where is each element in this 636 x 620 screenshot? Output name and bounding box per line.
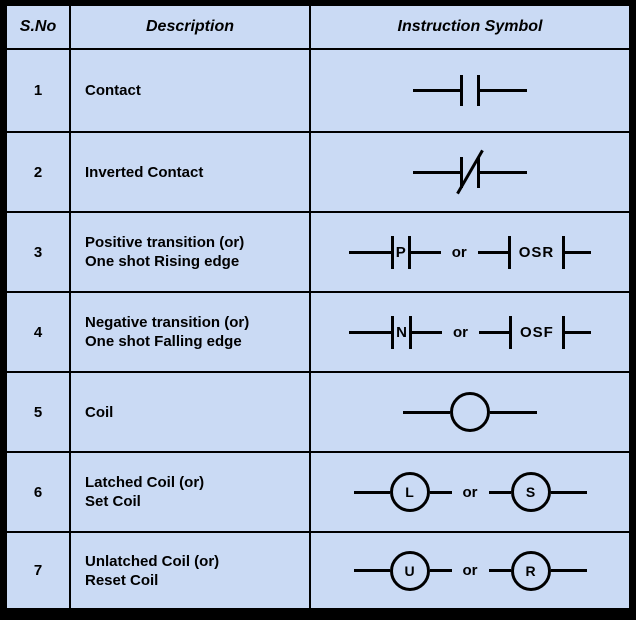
coil-circle: U bbox=[389, 550, 430, 591]
wire bbox=[403, 410, 450, 414]
contact-bar bbox=[509, 315, 512, 349]
description-line: Latched Coil (or) bbox=[85, 474, 205, 491]
row-2-number: 2 bbox=[7, 133, 69, 211]
coil-circle: R bbox=[510, 550, 551, 591]
contact-bar bbox=[407, 235, 411, 269]
positive-transition-symbol: P or OSR bbox=[348, 235, 592, 269]
inverted-contact-symbol bbox=[413, 149, 527, 195]
wire bbox=[413, 170, 460, 174]
wire bbox=[550, 569, 587, 572]
wire bbox=[349, 330, 392, 334]
row-5-number: 5 bbox=[7, 373, 69, 451]
description-line: Positive transition (or) bbox=[85, 234, 245, 251]
wire bbox=[429, 569, 452, 572]
wire bbox=[550, 490, 587, 494]
description-line: Coil bbox=[85, 403, 114, 421]
row-3-number: 3 bbox=[7, 213, 69, 291]
contact-pair bbox=[456, 149, 484, 195]
instruction-mnemonic: OSR bbox=[518, 243, 555, 261]
transition-letter: N bbox=[396, 323, 407, 341]
coil-circle: L bbox=[389, 472, 430, 512]
contact-symbol bbox=[413, 75, 527, 106]
coil-symbol bbox=[403, 392, 537, 432]
row-3-description: Positive transition (or) One shot Rising… bbox=[71, 213, 309, 291]
description-line: Set Coil bbox=[85, 493, 141, 510]
wire bbox=[410, 250, 441, 254]
wire bbox=[348, 250, 391, 254]
row-5-symbol-cell bbox=[311, 373, 629, 451]
wire bbox=[488, 569, 511, 572]
contact-bar bbox=[477, 75, 480, 106]
row-2-symbol-cell bbox=[311, 133, 629, 211]
contact-bar bbox=[562, 235, 566, 269]
contact-bar bbox=[460, 156, 463, 188]
header-instruction-symbol: Instruction Symbol bbox=[311, 6, 629, 48]
description-line: Contact bbox=[85, 82, 141, 99]
contact-bar bbox=[460, 75, 463, 106]
coil-letter: L bbox=[405, 484, 414, 500]
contact-bar bbox=[507, 235, 511, 269]
wire bbox=[479, 330, 509, 334]
wire bbox=[565, 250, 592, 254]
coil-circle: S bbox=[510, 472, 551, 512]
row-1-description: Contact bbox=[71, 50, 309, 131]
wire bbox=[480, 170, 527, 174]
wire bbox=[412, 330, 442, 334]
row-1-number: 1 bbox=[7, 50, 69, 131]
or-label: or bbox=[453, 323, 468, 341]
row-2-description: Inverted Contact bbox=[71, 133, 309, 211]
wire bbox=[413, 89, 460, 92]
or-label: or bbox=[462, 562, 478, 579]
wire bbox=[490, 410, 537, 414]
description-line: Unlatched Coil (or) bbox=[85, 552, 220, 570]
coil-circle bbox=[450, 392, 490, 432]
description-line: Inverted Contact bbox=[85, 163, 204, 181]
description-line: Reset Coil bbox=[85, 571, 159, 589]
wire bbox=[480, 89, 527, 92]
row-4-symbol-cell: N or OSF bbox=[311, 293, 629, 371]
contact-bar bbox=[409, 315, 412, 349]
negative-transition-symbol: N or OSF bbox=[349, 315, 591, 349]
coil-letter: U bbox=[404, 562, 415, 579]
header-sno: S.No bbox=[7, 6, 69, 48]
row-4-description: Negative transition (or) One shot Fallin… bbox=[71, 293, 309, 371]
row-6-symbol-cell: L or S bbox=[311, 453, 629, 531]
wire bbox=[564, 330, 591, 334]
latched-coil-symbol: L or S bbox=[353, 472, 587, 512]
header-description: Description bbox=[71, 6, 309, 48]
wire bbox=[477, 250, 508, 254]
row-6-description: Latched Coil (or) Set Coil bbox=[71, 453, 309, 531]
row-7-number: 7 bbox=[7, 533, 69, 608]
row-5-description: Coil bbox=[71, 373, 309, 451]
contact-bar bbox=[390, 235, 394, 269]
contact-bar bbox=[391, 315, 395, 349]
row-4-number: 4 bbox=[7, 293, 69, 371]
wire bbox=[353, 490, 390, 494]
description-line: Negative transition (or) bbox=[85, 314, 250, 331]
unlatched-coil-symbol: U or R bbox=[353, 550, 587, 591]
coil-letter: S bbox=[525, 484, 536, 500]
row-3-symbol-cell: P or OSR bbox=[311, 213, 629, 291]
description-line: One shot Falling edge bbox=[85, 333, 242, 350]
coil-letter: R bbox=[525, 562, 536, 579]
wire bbox=[429, 490, 452, 494]
wire bbox=[488, 490, 511, 494]
contact-bar bbox=[477, 156, 480, 188]
row-1-symbol-cell bbox=[311, 50, 629, 131]
contact-bar bbox=[561, 315, 565, 349]
instruction-symbol-table: S.No Description Instruction Symbol 1 Co… bbox=[7, 6, 629, 608]
row-7-symbol-cell: U or R bbox=[311, 533, 629, 608]
transition-letter: P bbox=[395, 243, 406, 261]
instruction-mnemonic: OSF bbox=[520, 323, 554, 341]
or-label: or bbox=[451, 243, 467, 261]
wire bbox=[353, 569, 390, 572]
or-label: or bbox=[462, 483, 478, 501]
row-7-description: Unlatched Coil (or) Reset Coil bbox=[71, 533, 309, 608]
row-6-number: 6 bbox=[7, 453, 69, 531]
description-line: One shot Rising edge bbox=[85, 253, 240, 270]
